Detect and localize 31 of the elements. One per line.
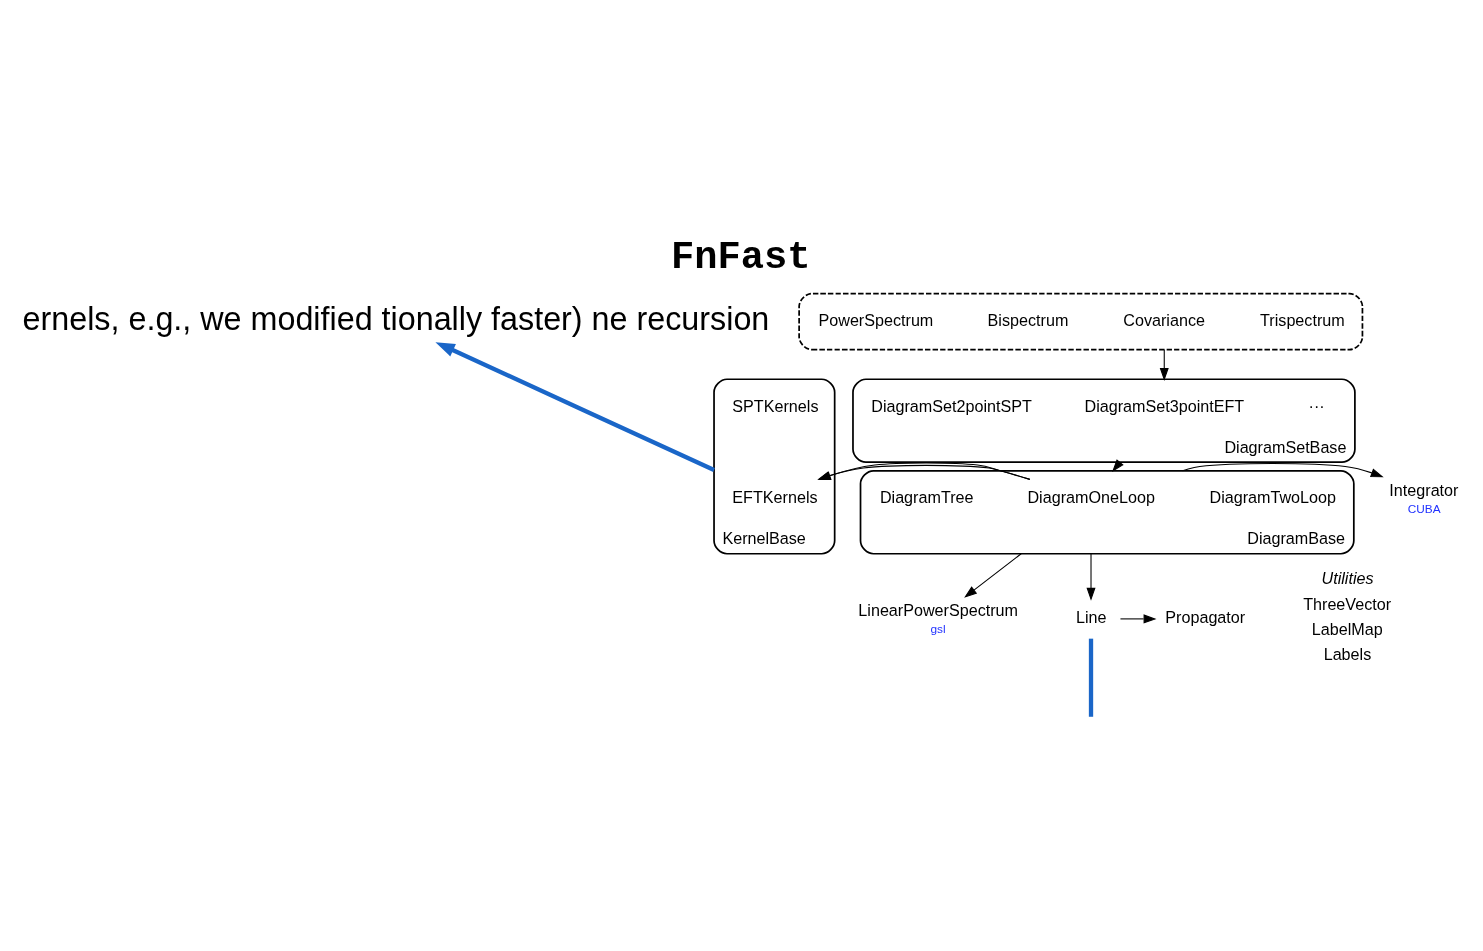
node-text: Bispectrum [987, 310, 1069, 329]
node-text: Covariance [1123, 310, 1205, 329]
label: Labels [1323, 644, 1372, 663]
node-text: DiagramSet3pointEFT [1084, 396, 1245, 415]
node-text: ernels, e.g., we modified tionally faster) ne recursion [22, 301, 770, 338]
arrow [964, 553, 1022, 598]
node-text: Integrator CUBA [1389, 480, 1459, 516]
label: LabelMap [1311, 620, 1383, 639]
arrow [1086, 553, 1096, 601]
node-text: PowerSpectrum [818, 310, 934, 329]
node-text: EFTKernels [732, 488, 818, 507]
node-text: DiagramTree [879, 488, 974, 507]
connector [1088, 638, 1094, 717]
arrow [1159, 349, 1169, 381]
node-text: DiagramOneLoop [1027, 488, 1155, 507]
arrow [1119, 614, 1157, 624]
node-text: DiagramTwoLoop [1209, 488, 1337, 507]
arrow [435, 342, 715, 472]
node-text: DiagramSet2pointSPT [871, 396, 1032, 415]
node-text: LinearPowerSpectrum gsl [858, 600, 1019, 636]
label: Utilities [1321, 569, 1374, 588]
label: ThreeVector [1303, 595, 1392, 614]
cluster [798, 292, 1364, 351]
arrow [1182, 463, 1384, 478]
arrow [817, 462, 1031, 480]
node-text: Line [1075, 608, 1107, 627]
node-text: ··· [1308, 396, 1325, 415]
diagram-title: FnFast [670, 235, 811, 280]
node-text: Trispectrum [1260, 310, 1345, 329]
node-text: SPTKernels [732, 396, 819, 415]
node-text: Propagator [1165, 608, 1246, 627]
